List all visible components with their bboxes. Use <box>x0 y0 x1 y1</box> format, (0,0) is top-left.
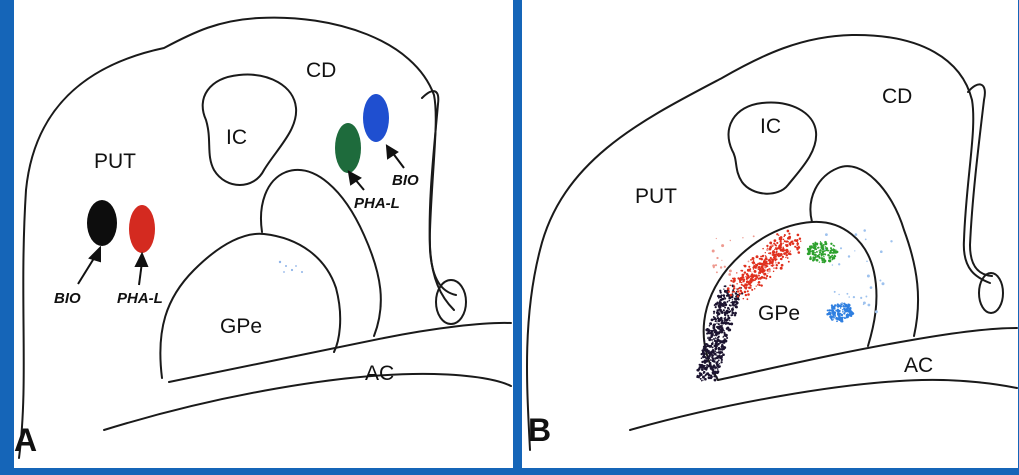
tracer-label-phal-green: PHA-L <box>354 196 400 211</box>
injection-sites <box>87 94 389 253</box>
injection-bio-blue <box>363 94 389 142</box>
panel-b-drawing <box>522 0 1018 468</box>
ac-upper-edge <box>718 328 1017 380</box>
region-label-ac: AC <box>365 363 394 384</box>
ac-lower-edge <box>104 374 511 430</box>
tracer-label-bio-blue: BIO <box>392 173 419 188</box>
region-label-ac: AC <box>904 355 933 376</box>
panel-a: CD IC PUT GPe AC BIO PHA-L PHA-L BIO A <box>14 0 513 468</box>
capsule-edge <box>968 84 992 276</box>
small-nucleus <box>979 273 1003 313</box>
faint-labeling <box>279 261 303 273</box>
panel-letter-a: A <box>14 424 37 456</box>
region-label-gpe: GPe <box>220 316 262 337</box>
small-nucleus <box>436 280 466 324</box>
tracer-label-phal-red: PHA-L <box>117 291 163 306</box>
panel-a-drawing <box>14 0 513 468</box>
striatum-outline <box>527 35 990 450</box>
labeling-red-cluster <box>712 230 802 300</box>
panel-b: CD IC PUT GPe AC B <box>522 0 1018 468</box>
ic-outline <box>203 75 296 185</box>
injection-phal-red <box>129 205 155 253</box>
region-label-ic: IC <box>226 127 247 148</box>
labeling-blue-cluster <box>824 229 892 322</box>
region-label-put: PUT <box>635 186 677 207</box>
arrow-bio-a-head <box>90 248 100 261</box>
region-label-cd: CD <box>306 60 336 81</box>
arrow-phal-a-head <box>136 254 147 266</box>
capsule-edge <box>422 91 456 295</box>
injection-bio-black <box>87 200 117 246</box>
ac-lower-edge <box>630 380 1017 430</box>
region-label-cd: CD <box>882 86 912 107</box>
region-label-gpe: GPe <box>758 303 800 324</box>
panel-letter-b: B <box>528 414 551 446</box>
injection-phal-green <box>335 123 361 173</box>
region-label-ic: IC <box>760 116 781 137</box>
labeling-green-cluster <box>807 241 839 263</box>
region-label-put: PUT <box>94 151 136 172</box>
tracer-label-bio-black: BIO <box>54 291 81 306</box>
gpe-outline <box>160 234 340 378</box>
